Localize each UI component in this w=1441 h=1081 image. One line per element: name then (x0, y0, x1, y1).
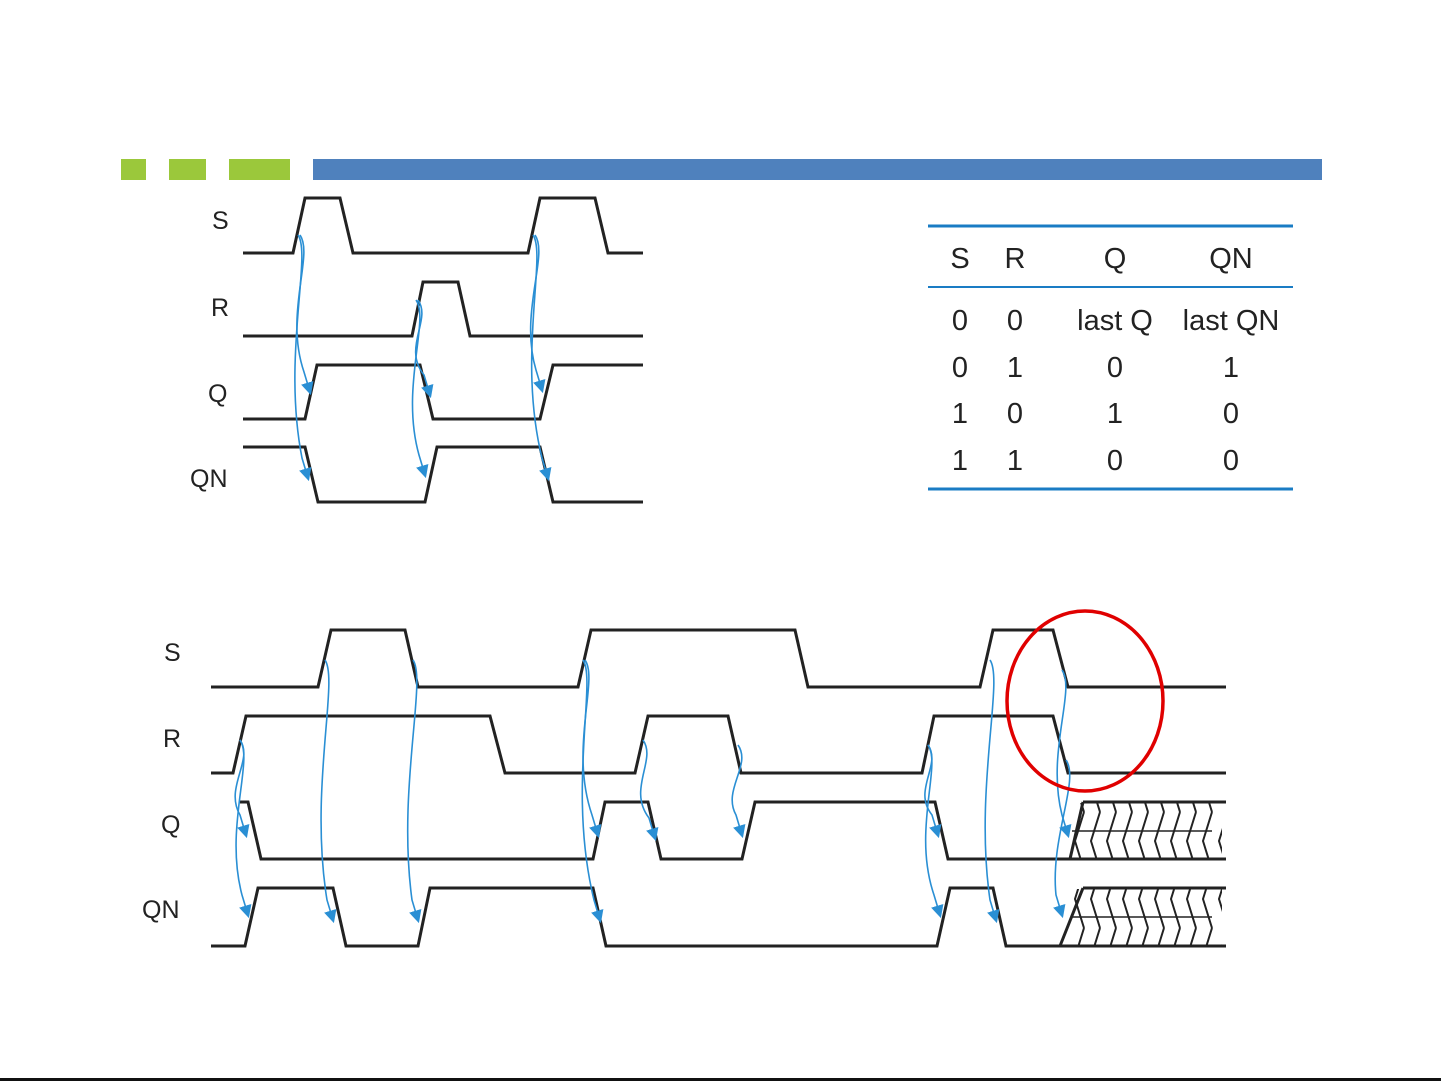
bottom-border (0, 1078, 1441, 1081)
bottom-label-s: S (164, 639, 181, 667)
causality-arrow (529, 234, 546, 394)
top-label-r: R (211, 294, 229, 322)
causality-arrow (984, 659, 1000, 924)
table-cell: 0 (1107, 352, 1123, 384)
highlight-circle (1005, 609, 1165, 793)
accent-block-2 (169, 159, 206, 180)
causality-arrow (924, 744, 944, 919)
causality-arrow (639, 739, 659, 842)
table-cell: 1 (1223, 352, 1239, 384)
causality-arrow (581, 659, 604, 924)
table-cell: 0 (1007, 398, 1023, 430)
bottom-q-waveform (240, 800, 1226, 861)
causality-arrow (294, 234, 312, 482)
causality-arrow (530, 234, 552, 482)
accent-block-1 (121, 159, 146, 180)
causality-arrow (414, 299, 434, 399)
top-label-q: Q (208, 380, 227, 408)
table-header: S (950, 243, 969, 275)
table-cell: 0 (1007, 305, 1023, 337)
top-r-waveform (243, 280, 643, 338)
top-qn-waveform (243, 445, 643, 504)
table-cell: 1 (952, 445, 968, 477)
causality-arrow (296, 234, 314, 396)
truth-table: S R Q QN 0 0 last Q last QN 0 1 0 1 1 0 1 0 1 1 0 0 (928, 224, 1293, 491)
table-header: Q (1104, 243, 1127, 275)
table-cell: 1 (1007, 352, 1023, 384)
causality-arrow (1056, 669, 1072, 839)
table-cell: 1 (1007, 445, 1023, 477)
bottom-label-qn: QN (142, 896, 180, 924)
top-s-waveform (243, 196, 643, 255)
top-label-qn: QN (190, 465, 228, 493)
bottom-qn-waveform (211, 886, 1226, 948)
table-cell: 0 (952, 352, 968, 384)
top-label-s: S (212, 207, 229, 235)
table-cell: 0 (1107, 445, 1123, 477)
table-cell: 0 (1223, 445, 1239, 477)
bottom-r-waveform (211, 714, 1226, 775)
bottom-label-r: R (163, 725, 181, 753)
table-cell: 0 (1223, 398, 1239, 430)
bottom-s-waveform (211, 628, 1226, 689)
accent-block-3 (229, 159, 290, 180)
table-header: QN (1209, 243, 1253, 275)
title-bar (313, 159, 1322, 180)
causality-arrow (235, 739, 252, 919)
causality-arrow (406, 659, 422, 924)
table-cell: last QN (1183, 305, 1280, 337)
causality-arrow (320, 659, 337, 924)
causality-arrow (411, 299, 429, 479)
bottom-label-q: Q (161, 811, 180, 839)
table-header: R (1005, 243, 1026, 275)
causality-arrow (1053, 759, 1071, 919)
table-cell: 1 (1107, 398, 1123, 430)
causality-arrow (582, 659, 602, 839)
table-cell: 1 (952, 398, 968, 430)
causality-arrow (731, 744, 746, 839)
table-cell: 0 (952, 305, 968, 337)
top-q-waveform (243, 363, 643, 421)
table-cell: last Q (1077, 305, 1153, 337)
